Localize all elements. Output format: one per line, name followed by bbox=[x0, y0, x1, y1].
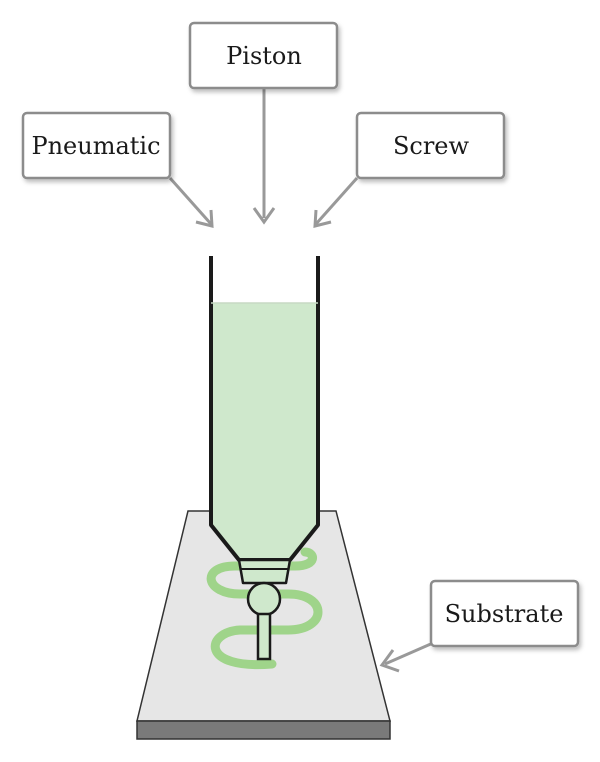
nozzle-hub bbox=[237, 558, 292, 585]
piston-label-box: Piston bbox=[188, 21, 339, 90]
screw-arrow bbox=[313, 177, 359, 228]
substrate-front-edge bbox=[136, 720, 391, 740]
nozzle-ball bbox=[246, 581, 282, 617]
pneumatic-label-box: Pneumatic bbox=[21, 111, 172, 180]
substrate-label: Substrate bbox=[445, 600, 564, 628]
pneumatic-arrow bbox=[168, 177, 214, 228]
substrate-label-box: Substrate bbox=[429, 579, 580, 648]
screw-label-box: Screw bbox=[355, 111, 506, 180]
substrate-arrow bbox=[379, 641, 434, 673]
printed-strand bbox=[206, 547, 323, 670]
arrows bbox=[168, 88, 434, 673]
screw-label: Screw bbox=[393, 132, 470, 160]
nozzle-tip bbox=[256, 612, 272, 661]
syringe bbox=[209, 256, 320, 661]
piston-arrow bbox=[252, 88, 276, 225]
pneumatic-label: Pneumatic bbox=[31, 132, 160, 160]
bioink-fill bbox=[211, 303, 318, 560]
piston-label: Piston bbox=[226, 42, 302, 70]
